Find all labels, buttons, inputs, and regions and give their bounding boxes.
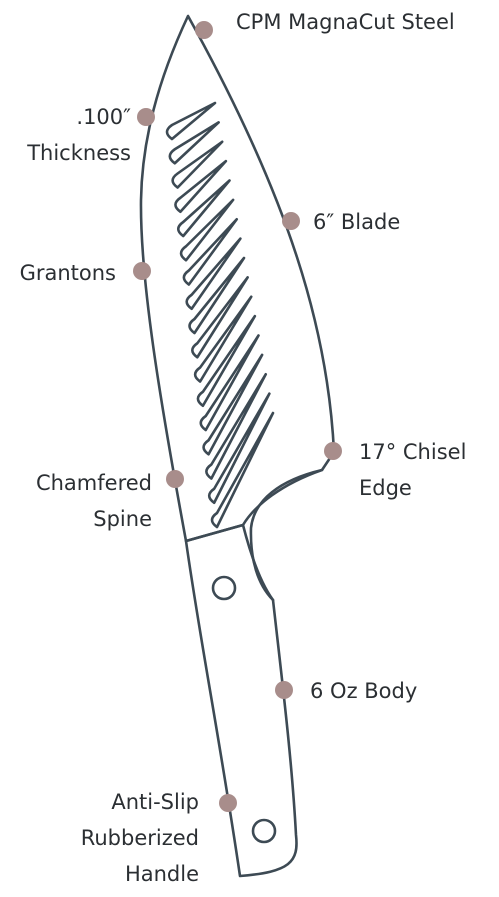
granton-groove — [171, 140, 224, 189]
label-edge: 17° Chisel Edge — [359, 434, 466, 506]
blade-outline — [139, 14, 336, 543]
label-thickness: .100″ Thickness — [27, 99, 131, 171]
granton-groove — [196, 314, 257, 408]
label-edge-line1: 17° Chisel — [359, 440, 467, 464]
granton-groove — [168, 121, 220, 165]
label-blade: 6″ Blade — [313, 204, 400, 240]
label-spine-line2: Spine — [93, 507, 152, 531]
granton-groove — [191, 276, 249, 359]
granton-groove — [205, 372, 268, 480]
dot-spine — [166, 470, 184, 488]
dot-grantons — [133, 262, 151, 280]
granton-groove — [199, 334, 260, 432]
dot-handle — [219, 794, 237, 812]
granton-groove — [174, 159, 228, 214]
granton-groove — [179, 198, 235, 262]
label-body: 6 Oz Body — [310, 673, 417, 709]
dot-body — [275, 681, 293, 699]
label-steel-line1: CPM MagnaCut Steel — [236, 10, 455, 34]
label-grantons: Grantons — [20, 255, 116, 291]
label-thickness-line2: Thickness — [27, 141, 131, 165]
dot-thickness — [137, 108, 155, 126]
finger-guard — [249, 468, 324, 602]
handle-hole-bottom — [251, 818, 277, 844]
label-grantons-line1: Grantons — [19, 261, 116, 285]
granton-groove — [182, 217, 239, 286]
label-handle-line2: Rubberized — [80, 826, 199, 850]
label-body-line1: 6 Oz Body — [310, 679, 418, 703]
dot-edge — [324, 442, 342, 460]
dot-blade — [282, 212, 300, 230]
label-spine: Chamfered Spine — [36, 465, 152, 537]
granton-groove — [207, 392, 271, 505]
handle-hole-top — [211, 575, 237, 601]
label-spine-line1: Chamfered — [35, 471, 152, 495]
granton-groove — [185, 237, 242, 311]
granton-groove — [210, 411, 275, 529]
granton-groove — [188, 256, 246, 335]
label-blade-line1: 6″ Blade — [313, 210, 401, 234]
label-thickness-line1: .100″ — [76, 105, 131, 129]
granton-groove — [193, 295, 253, 383]
handle-outline — [184, 523, 298, 878]
granton-group — [165, 101, 275, 529]
granton-groove — [165, 101, 217, 141]
label-edge-line2: Edge — [359, 476, 412, 500]
label-handle-line1: Anti-Slip — [111, 790, 199, 814]
granton-groove — [202, 353, 264, 456]
label-steel: CPM MagnaCut Steel — [236, 4, 455, 40]
label-handle: Anti-Slip Rubberized Handle — [81, 784, 199, 892]
label-handle-line3: Handle — [124, 862, 199, 886]
granton-groove — [176, 179, 231, 238]
dot-steel — [195, 21, 213, 39]
